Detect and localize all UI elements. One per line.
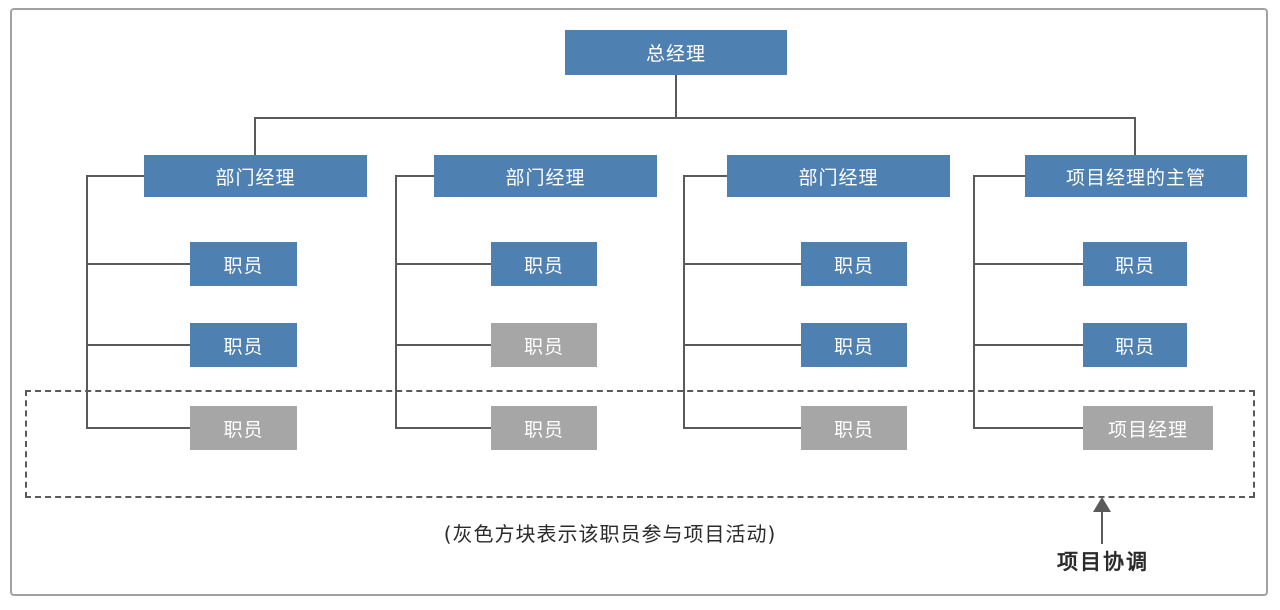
connector-col3-stub bbox=[684, 175, 727, 177]
node-pm-supervisor: 项目经理的主管 bbox=[1025, 155, 1247, 197]
up-arrow-shaft bbox=[1101, 508, 1103, 544]
node-general-manager: 总经理 bbox=[565, 30, 787, 75]
node-staff-4-2: 职员 bbox=[1083, 323, 1187, 367]
connector-col4-vertical bbox=[973, 175, 975, 429]
node-staff-1-2: 职员 bbox=[190, 323, 297, 367]
connector-col1-branch-3 bbox=[87, 427, 190, 429]
connector-col1-stub bbox=[87, 175, 144, 177]
node-staff-3-2: 职员 bbox=[801, 323, 907, 367]
node-staff-3-1: 职员 bbox=[801, 242, 907, 286]
node-staff-1-1: 职员 bbox=[190, 242, 297, 286]
connector-ceo-drop bbox=[675, 75, 677, 118]
connector-col4-branch-2 bbox=[974, 344, 1083, 346]
project-coordination-label: 项目协调 bbox=[1057, 550, 1149, 574]
node-staff-3-3: 职员 bbox=[801, 406, 907, 450]
connector-col1-drop bbox=[254, 117, 256, 155]
connector-col2-stub bbox=[396, 175, 434, 177]
connector-col4-stub bbox=[974, 175, 1025, 177]
node-staff-1-3: 职员 bbox=[190, 406, 297, 450]
node-staff-2-1: 职员 bbox=[491, 242, 597, 286]
connector-col3-branch-2 bbox=[684, 344, 801, 346]
node-staff-2-3: 职员 bbox=[491, 406, 597, 450]
node-staff-2-2: 职员 bbox=[491, 323, 597, 367]
connector-col4-drop bbox=[1134, 117, 1136, 155]
connector-col4-branch-3 bbox=[974, 427, 1083, 429]
connector-col1-branch-2 bbox=[87, 344, 190, 346]
node-staff-4-1: 职员 bbox=[1083, 242, 1187, 286]
node-dept-manager-3: 部门经理 bbox=[727, 155, 950, 197]
node-dept-manager-2: 部门经理 bbox=[434, 155, 657, 197]
connector-col1-vertical bbox=[86, 175, 88, 429]
connector-col2-branch-2 bbox=[396, 344, 491, 346]
connector-col3-branch-3 bbox=[684, 427, 801, 429]
diagram-border bbox=[10, 8, 1268, 596]
legend-note: (灰色方块表示该职员参与项目活动) bbox=[443, 522, 777, 546]
connector-col3-branch-1 bbox=[684, 263, 801, 265]
connector-col2-branch-1 bbox=[396, 263, 491, 265]
connector-col2-vertical bbox=[395, 175, 397, 429]
connector-top-horizontal bbox=[254, 117, 1136, 119]
connector-col2-branch-3 bbox=[396, 427, 491, 429]
project-activity-region bbox=[25, 390, 1255, 498]
connector-col1-branch-1 bbox=[87, 263, 190, 265]
node-dept-manager-1: 部门经理 bbox=[144, 155, 367, 197]
connector-col4-branch-1 bbox=[974, 263, 1083, 265]
connector-col3-vertical bbox=[683, 175, 685, 429]
up-arrow-icon bbox=[1093, 497, 1111, 512]
node-project-manager: 项目经理 bbox=[1083, 406, 1213, 450]
